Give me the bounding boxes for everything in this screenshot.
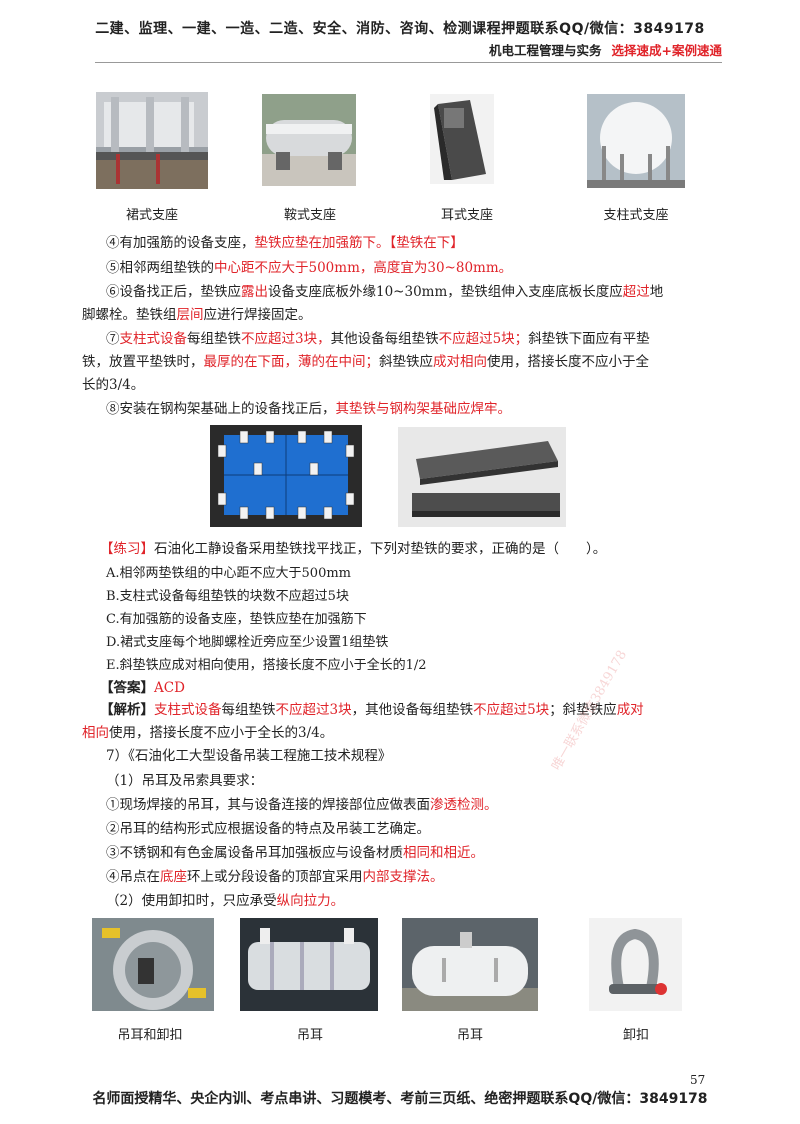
header-contact: 二建、监理、一建、一造、二造、安全、消防、咨询、检测课程押题联系QQ/微信：38… bbox=[95, 21, 705, 37]
column-support-photo bbox=[587, 94, 685, 188]
caption-lug-1: 吊耳 bbox=[296, 1028, 323, 1043]
analysis-text: 【解析】支柱式设备每组垫铁不应超过3块，其他设备每组垫铁不应超过5块；斜垫铁应成… bbox=[82, 702, 644, 741]
item-7: ⑦支柱式设备每组垫铁不应超过3块，其他设备每组垫铁不应超过5块；斜垫铁下面应有平… bbox=[82, 331, 650, 393]
caption-saddle: 鞍式支座 bbox=[283, 208, 336, 223]
option-b: B.支柱式设备每组垫铁的块数不应超过5块 bbox=[106, 589, 349, 604]
footer-contact: 名师面授精华、央企内训、考点串讲、习题模考、考前三页纸、绝密押题联系QQ/微信：… bbox=[92, 1091, 708, 1107]
section-7-sub2: （2）使用卸扣时，只应承受纵向拉力。 bbox=[106, 893, 345, 909]
subject-title: 机电工程管理与实务 bbox=[489, 43, 602, 58]
lug-and-shackle-photo bbox=[92, 918, 214, 1011]
section-7-line4: ④吊点在底座环上或分段设备的顶部宜采用内部支撑法。 bbox=[106, 869, 444, 885]
page-number: 57 bbox=[690, 1073, 706, 1087]
item-6: ⑥设备找正后，垫铁应露出设备支座底板外缘10~30mm，垫铁组伸入支座底板长度应… bbox=[82, 284, 664, 323]
option-c: C.有加强筋的设备支座，垫铁应垫在加强筋下 bbox=[106, 612, 367, 627]
item-8: ⑧安装在钢构架基础上的设备找正后，其垫铁与钢构架基础应焊牢。 bbox=[106, 401, 511, 417]
caption-shackle: 卸扣 bbox=[622, 1028, 649, 1043]
subject-tag: 选择速成+案例速通 bbox=[611, 43, 722, 58]
shackle-photo bbox=[589, 918, 682, 1011]
saddle-support-photo bbox=[262, 94, 356, 186]
section-7-line2: ②吊耳的结构形式应根据设备的特点及吊装工艺确定。 bbox=[106, 821, 430, 837]
option-a: A.相邻两垫铁组的中心距不应大于500mm bbox=[106, 566, 351, 581]
section-7-line1: ①现场焊接的吊耳，其与设备连接的焊接部位应做表面渗透检测。 bbox=[106, 797, 498, 813]
section-7-line3: ③不锈钢和有色金属设备吊耳加强板应与设备材质相同和相近。 bbox=[106, 845, 484, 861]
shim-photo bbox=[398, 427, 566, 527]
header-divider bbox=[95, 62, 722, 63]
caption-column: 支柱式支座 bbox=[603, 208, 669, 223]
caption-lug: 耳式支座 bbox=[440, 208, 493, 223]
caption-lug-and-shackle: 吊耳和卸扣 bbox=[117, 1028, 183, 1043]
answer-line: 【答案】ACD bbox=[100, 680, 185, 696]
section-7-title: 7）《石油化工大型设备吊装工程施工技术规程》 bbox=[106, 748, 392, 764]
caption-lug-2: 吊耳 bbox=[456, 1028, 483, 1043]
lug-support-photo bbox=[430, 94, 494, 184]
shim-layout-diagram bbox=[210, 425, 362, 527]
lifting-lug-photo-1 bbox=[240, 918, 378, 1011]
section-7-sub1: （1）吊耳及吊索具要求： bbox=[106, 773, 264, 789]
header-subject: 机电工程管理与实务选择速成+案例速通 bbox=[489, 40, 722, 59]
option-d: D.裙式支座每个地脚螺栓近旁应至少设置1组垫铁 bbox=[106, 635, 389, 650]
item-5: ⑤相邻两组垫铁的中心距不应大于500mm，高度宜为30~80mm。 bbox=[106, 260, 513, 276]
skirt-support-photo bbox=[96, 92, 208, 189]
item-4: ④有加强筋的设备支座，垫铁应垫在加强筋下。【垫铁在下】 bbox=[106, 235, 464, 251]
exercise-question: 【练习】石油化工静设备采用垫铁找平找正，下列对垫铁的要求，正确的是（ ）。 bbox=[100, 541, 607, 557]
option-e: E.斜垫铁应成对相向使用，搭接长度不应小于全长的1/2 bbox=[106, 658, 427, 673]
lifting-lug-photo-2 bbox=[402, 918, 538, 1011]
caption-skirt: 裙式支座 bbox=[125, 208, 178, 223]
